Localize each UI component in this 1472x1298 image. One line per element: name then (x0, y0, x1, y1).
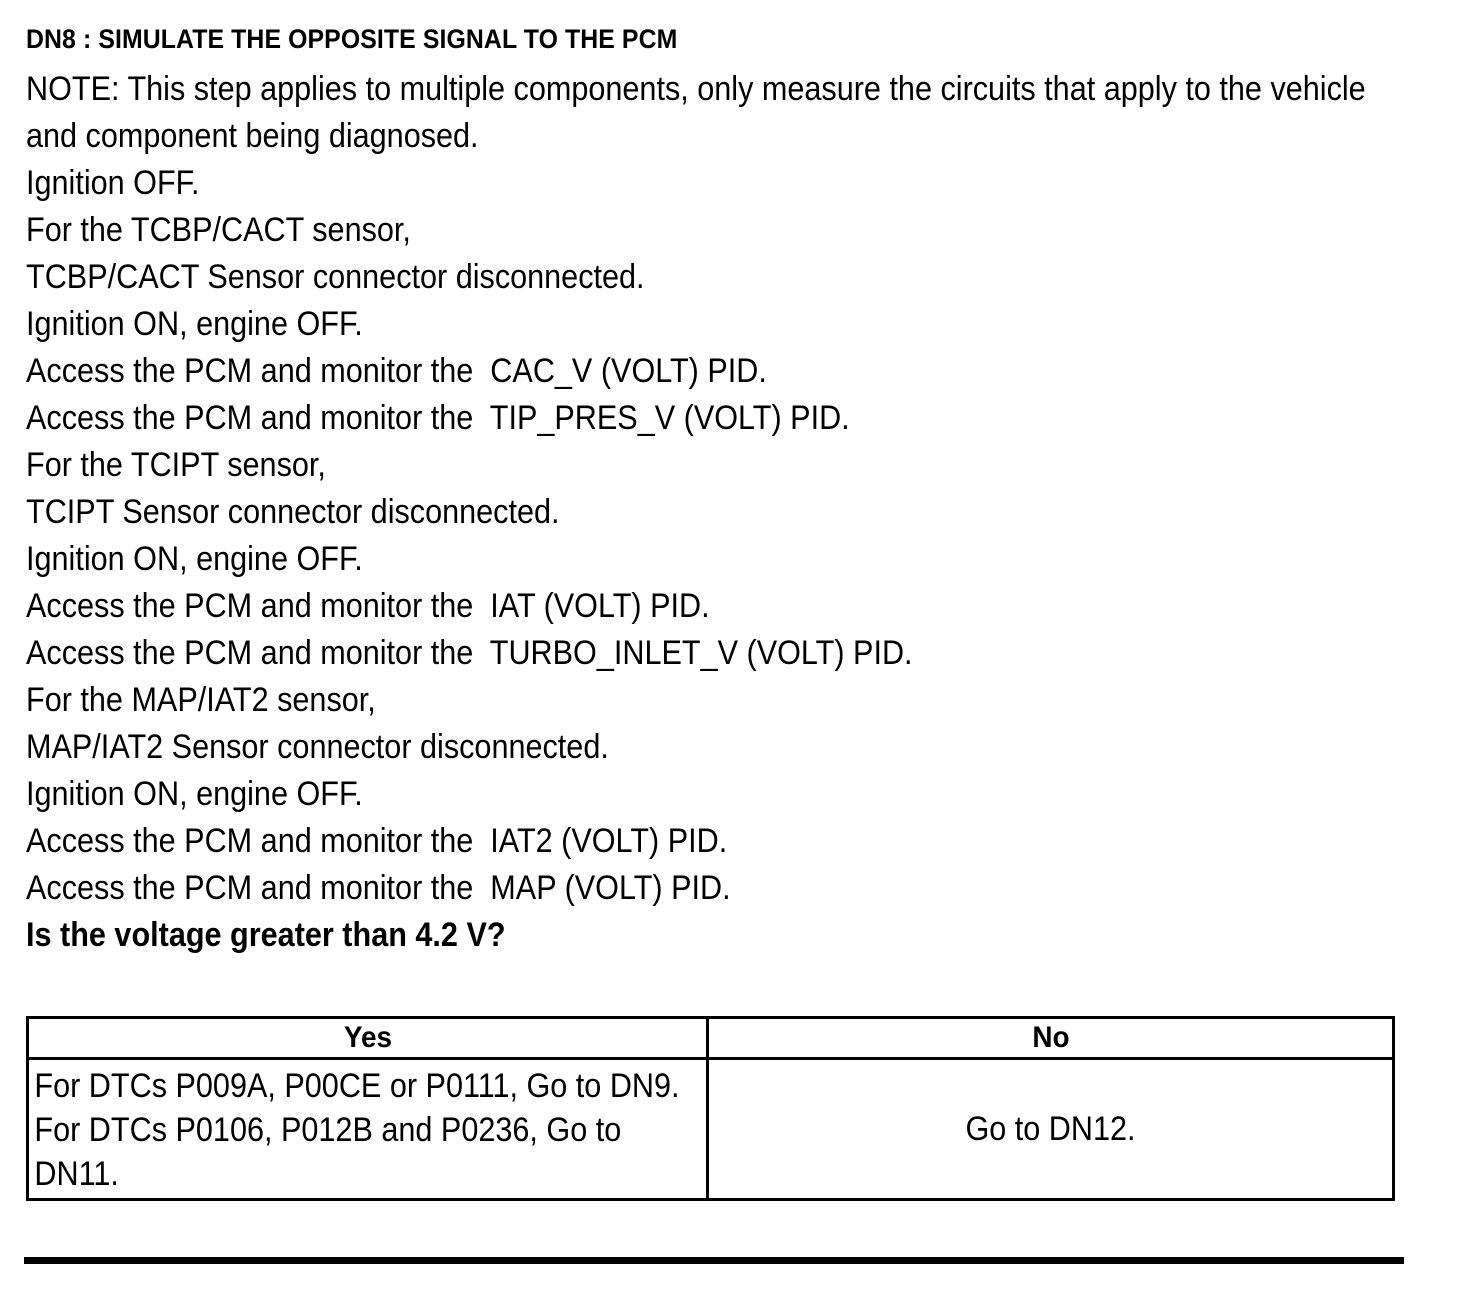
procedure-line: Access the PCM and monitor the TURBO_INL… (26, 634, 913, 672)
procedure-line: Ignition ON, engine OFF. (26, 775, 363, 813)
column-header-yes: Yes (49, 1016, 686, 1060)
procedure-line: MAP/IAT2 Sensor connector disconnected. (26, 728, 609, 766)
table-row: For DTCs P009A, P00CE or P0111, Go to DN… (26, 1057, 1395, 1201)
cell-yes-action: For DTCs P009A, P00CE or P0111, Go to DN… (26, 1057, 709, 1201)
table-header-row: Yes No (28, 1016, 1394, 1060)
procedure-line: Access the PCM and monitor the MAP (VOLT… (26, 869, 731, 907)
step-title: DN8 : SIMULATE THE OPPOSITE SIGNAL TO TH… (26, 24, 678, 54)
procedure-body: NOTE: This step applies to multiple comp… (26, 66, 1426, 959)
page-footer-rule (24, 1257, 1404, 1264)
decision-question: Is the voltage greater than 4.2 V? (26, 916, 506, 954)
procedure-line: NOTE: This step applies to multiple comp… (26, 70, 1375, 155)
cell-yes-text: For DTCs P009A, P00CE or P0111, Go to DN… (34, 1067, 680, 1193)
procedure-line: TCIPT Sensor connector disconnected. (26, 493, 560, 531)
column-header-no: No (730, 1016, 1371, 1060)
procedure-line: Access the PCM and monitor the TIP_PRES_… (26, 399, 850, 437)
procedure-line: For the TCBP/CACT sensor, (26, 211, 411, 249)
procedure-line: For the TCIPT sensor, (26, 446, 326, 484)
procedure-line: Access the PCM and monitor the IAT2 (VOL… (26, 822, 728, 860)
procedure-line: For the MAP/IAT2 sensor, (26, 681, 376, 719)
procedure-line: Ignition ON, engine OFF. (26, 305, 363, 343)
procedure-line: Ignition ON, engine OFF. (26, 540, 363, 578)
procedure-line: Access the PCM and monitor the CAC_V (VO… (26, 352, 767, 390)
decision-table: Yes No For DTCs P009A, P00CE or P0111, G… (26, 1016, 1395, 1201)
procedure-line: Ignition OFF. (26, 164, 200, 202)
cell-no-action: Go to DN12. (706, 1057, 1395, 1201)
procedure-line: Access the PCM and monitor the IAT (VOLT… (26, 587, 710, 625)
cell-no-text: Go to DN12. (965, 1110, 1136, 1148)
procedure-line: TCBP/CACT Sensor connector disconnected. (26, 258, 645, 296)
